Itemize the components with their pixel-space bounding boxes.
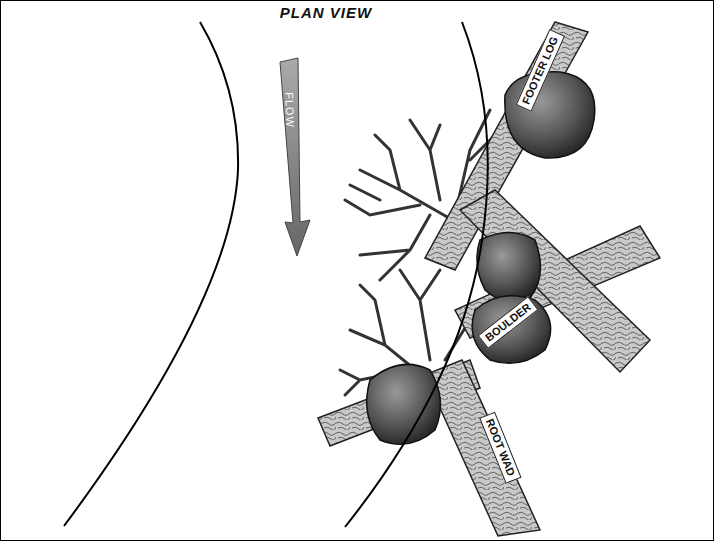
logs bbox=[318, 22, 660, 536]
right-bank bbox=[345, 22, 488, 527]
left-bank bbox=[64, 22, 238, 526]
flow-label: FLOW bbox=[283, 92, 296, 128]
root-wad-trunk bbox=[460, 190, 650, 372]
root-wad-trunk bbox=[425, 360, 540, 536]
view-title: PLAN VIEW bbox=[280, 4, 372, 21]
boulders bbox=[367, 72, 595, 444]
flow-arrow bbox=[280, 58, 310, 256]
